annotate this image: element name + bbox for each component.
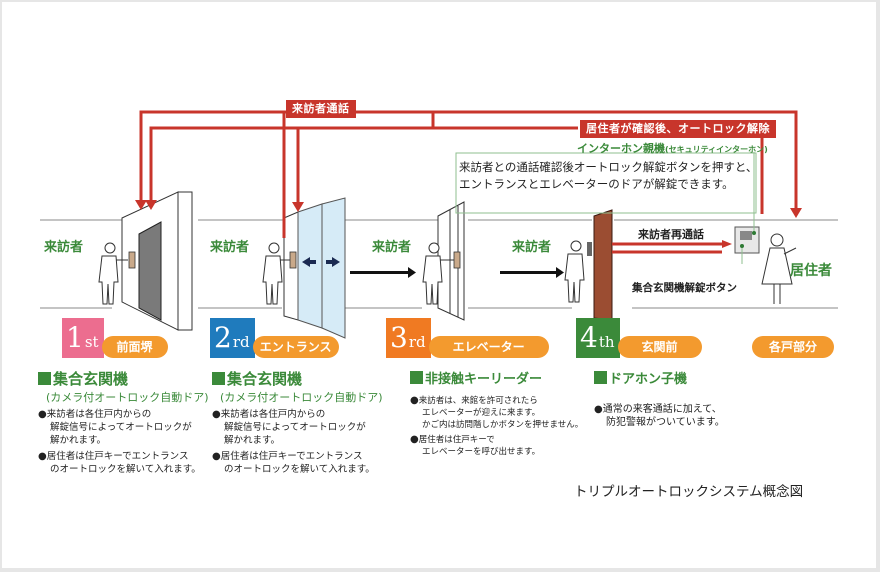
call-arrowheads [135, 200, 802, 248]
section-title: 非接触キーリーダー [410, 368, 583, 387]
diagram-caption: トリプルオートロックシステム概念図 [574, 484, 804, 500]
bullet-item: ●通常の来客通話に加えて、 防犯警報がついています。 [594, 404, 725, 428]
visitor-label: 来訪者 [44, 240, 84, 255]
visitor-figure-1 [98, 242, 128, 305]
person-figures [98, 233, 797, 305]
intercom-desc-line: 来訪者との通話確認後オートロック解錠ボタンを押すと、 [459, 160, 758, 174]
section-title: 集合玄関機 [38, 368, 209, 389]
unit-area-pill: 各戸部分 [752, 336, 834, 358]
step-3-description: 非接触キーリーダー ●来訪者は、来館を許可されたら エレベーターが迎えに来ます。… [410, 368, 583, 458]
visitor-figure-2 [262, 242, 290, 305]
elevator-illustration [437, 201, 465, 321]
step-place-pill: 玄関前 [617, 336, 702, 358]
resident-label: 居住者 [790, 263, 832, 279]
section-title: 集合玄関機 [212, 368, 383, 389]
step-number: 4th [576, 318, 620, 358]
revisit-call-label: 来訪者再通話 [638, 228, 704, 241]
section-subtitle: (カメラ付オートロック自動ドア) [220, 391, 383, 404]
intercom-main-label: インターホン親機 [577, 142, 665, 155]
green-square-icon [594, 371, 607, 384]
green-square-icon [38, 372, 51, 385]
intercom-desc-line: エントランスとエレベーターのドアが解錠できます。 [459, 177, 734, 191]
step-number: 1st [62, 318, 104, 358]
section-subtitle: (カメラ付オートロック自動ドア) [46, 391, 209, 404]
resident-figure [761, 233, 797, 304]
green-square-icon [212, 372, 225, 385]
step-place-pill: エレベーター [428, 336, 549, 358]
intercom-main-sublabel: (セキュリティインターホン) [665, 145, 768, 154]
section-title: ドアホン子機 [594, 368, 725, 387]
visitor-figure-4 [564, 240, 585, 303]
label-resident-unlock: 居住者が確認後、オートロック解除 [580, 120, 776, 138]
bullet-item: ●来訪者は、来館を許可されたら エレベーターが迎えに来ます。 かご内は訪問階しか… [410, 395, 584, 430]
bullet-item: ●居住者は住戸キーでエントランス のオートロックを解いて入れます。 [212, 451, 375, 475]
green-square-icon [410, 371, 423, 384]
bullet-item: ●来訪者は各住戸内からの 解錠信号によってオートロックが 解かれます。 [38, 409, 192, 446]
label-visitor-call: 来訪者通話 [286, 100, 356, 118]
visitor-label: 来訪者 [372, 240, 412, 255]
unit-door-illustration [587, 209, 613, 321]
step-2-description: 集合玄関機 (カメラ付オートロック自動ドア) ●来訪者は各住戸内からの 解錠信号… [212, 368, 383, 476]
bullet-item: ●居住者は住戸キーでエントランス のオートロックを解いて入れます。 [38, 451, 201, 475]
unlock-button-label: 集合玄関機解錠ボタン [632, 282, 737, 294]
intercom-desc-box [455, 152, 757, 214]
call-lines [139, 110, 798, 254]
arrow-down-icon [135, 200, 147, 210]
arrow-right-icon [350, 267, 416, 278]
entrance-illustration [283, 197, 346, 339]
step-place-pill: エントランス [252, 336, 339, 358]
corridor-lines [40, 219, 838, 309]
intercom-description: 来訪者との通話確認後オートロック解錠ボタンを押すと、 エントランスとエレベーター… [459, 159, 757, 193]
step-1-description: 集合玄関機 (カメラ付オートロック自動ドア) ●来訪者は各住戸内からの 解錠信号… [38, 368, 209, 476]
step-4-badge: 4th 玄関前 [576, 318, 702, 358]
step-place-pill: 前面堺 [101, 336, 168, 358]
visitor-label: 来訪者 [210, 240, 250, 255]
intercom-main-title: インターホン親機(セキュリティインターホン) [577, 140, 768, 156]
step-1-badge: 1st 前面堺 [62, 318, 168, 358]
step-3-badge: 3rd エレベーター [386, 318, 549, 358]
arrow-down-icon [790, 208, 802, 218]
step-number: 3rd [386, 318, 431, 358]
step-2-badge: 2rd エントランス [210, 318, 339, 358]
step-number: 2rd [210, 318, 255, 358]
visitor-figure-3 [422, 242, 454, 305]
bullet-item: ●来訪者は各住戸内からの 解錠信号によってオートロックが 解かれます。 [212, 409, 366, 446]
front-gate-illustration [121, 191, 193, 331]
visitor-label: 来訪者 [512, 240, 552, 255]
intercom-main-unit [734, 152, 760, 264]
forward-arrows [350, 267, 564, 278]
bullet-item: ●居住者は住戸キーで エレベーターを呼び出せます。 [410, 434, 541, 457]
arrow-right-icon [500, 267, 564, 278]
step-4-description: ドアホン子機 ●通常の来客通話に加えて、 防犯警報がついています。 [594, 368, 725, 429]
